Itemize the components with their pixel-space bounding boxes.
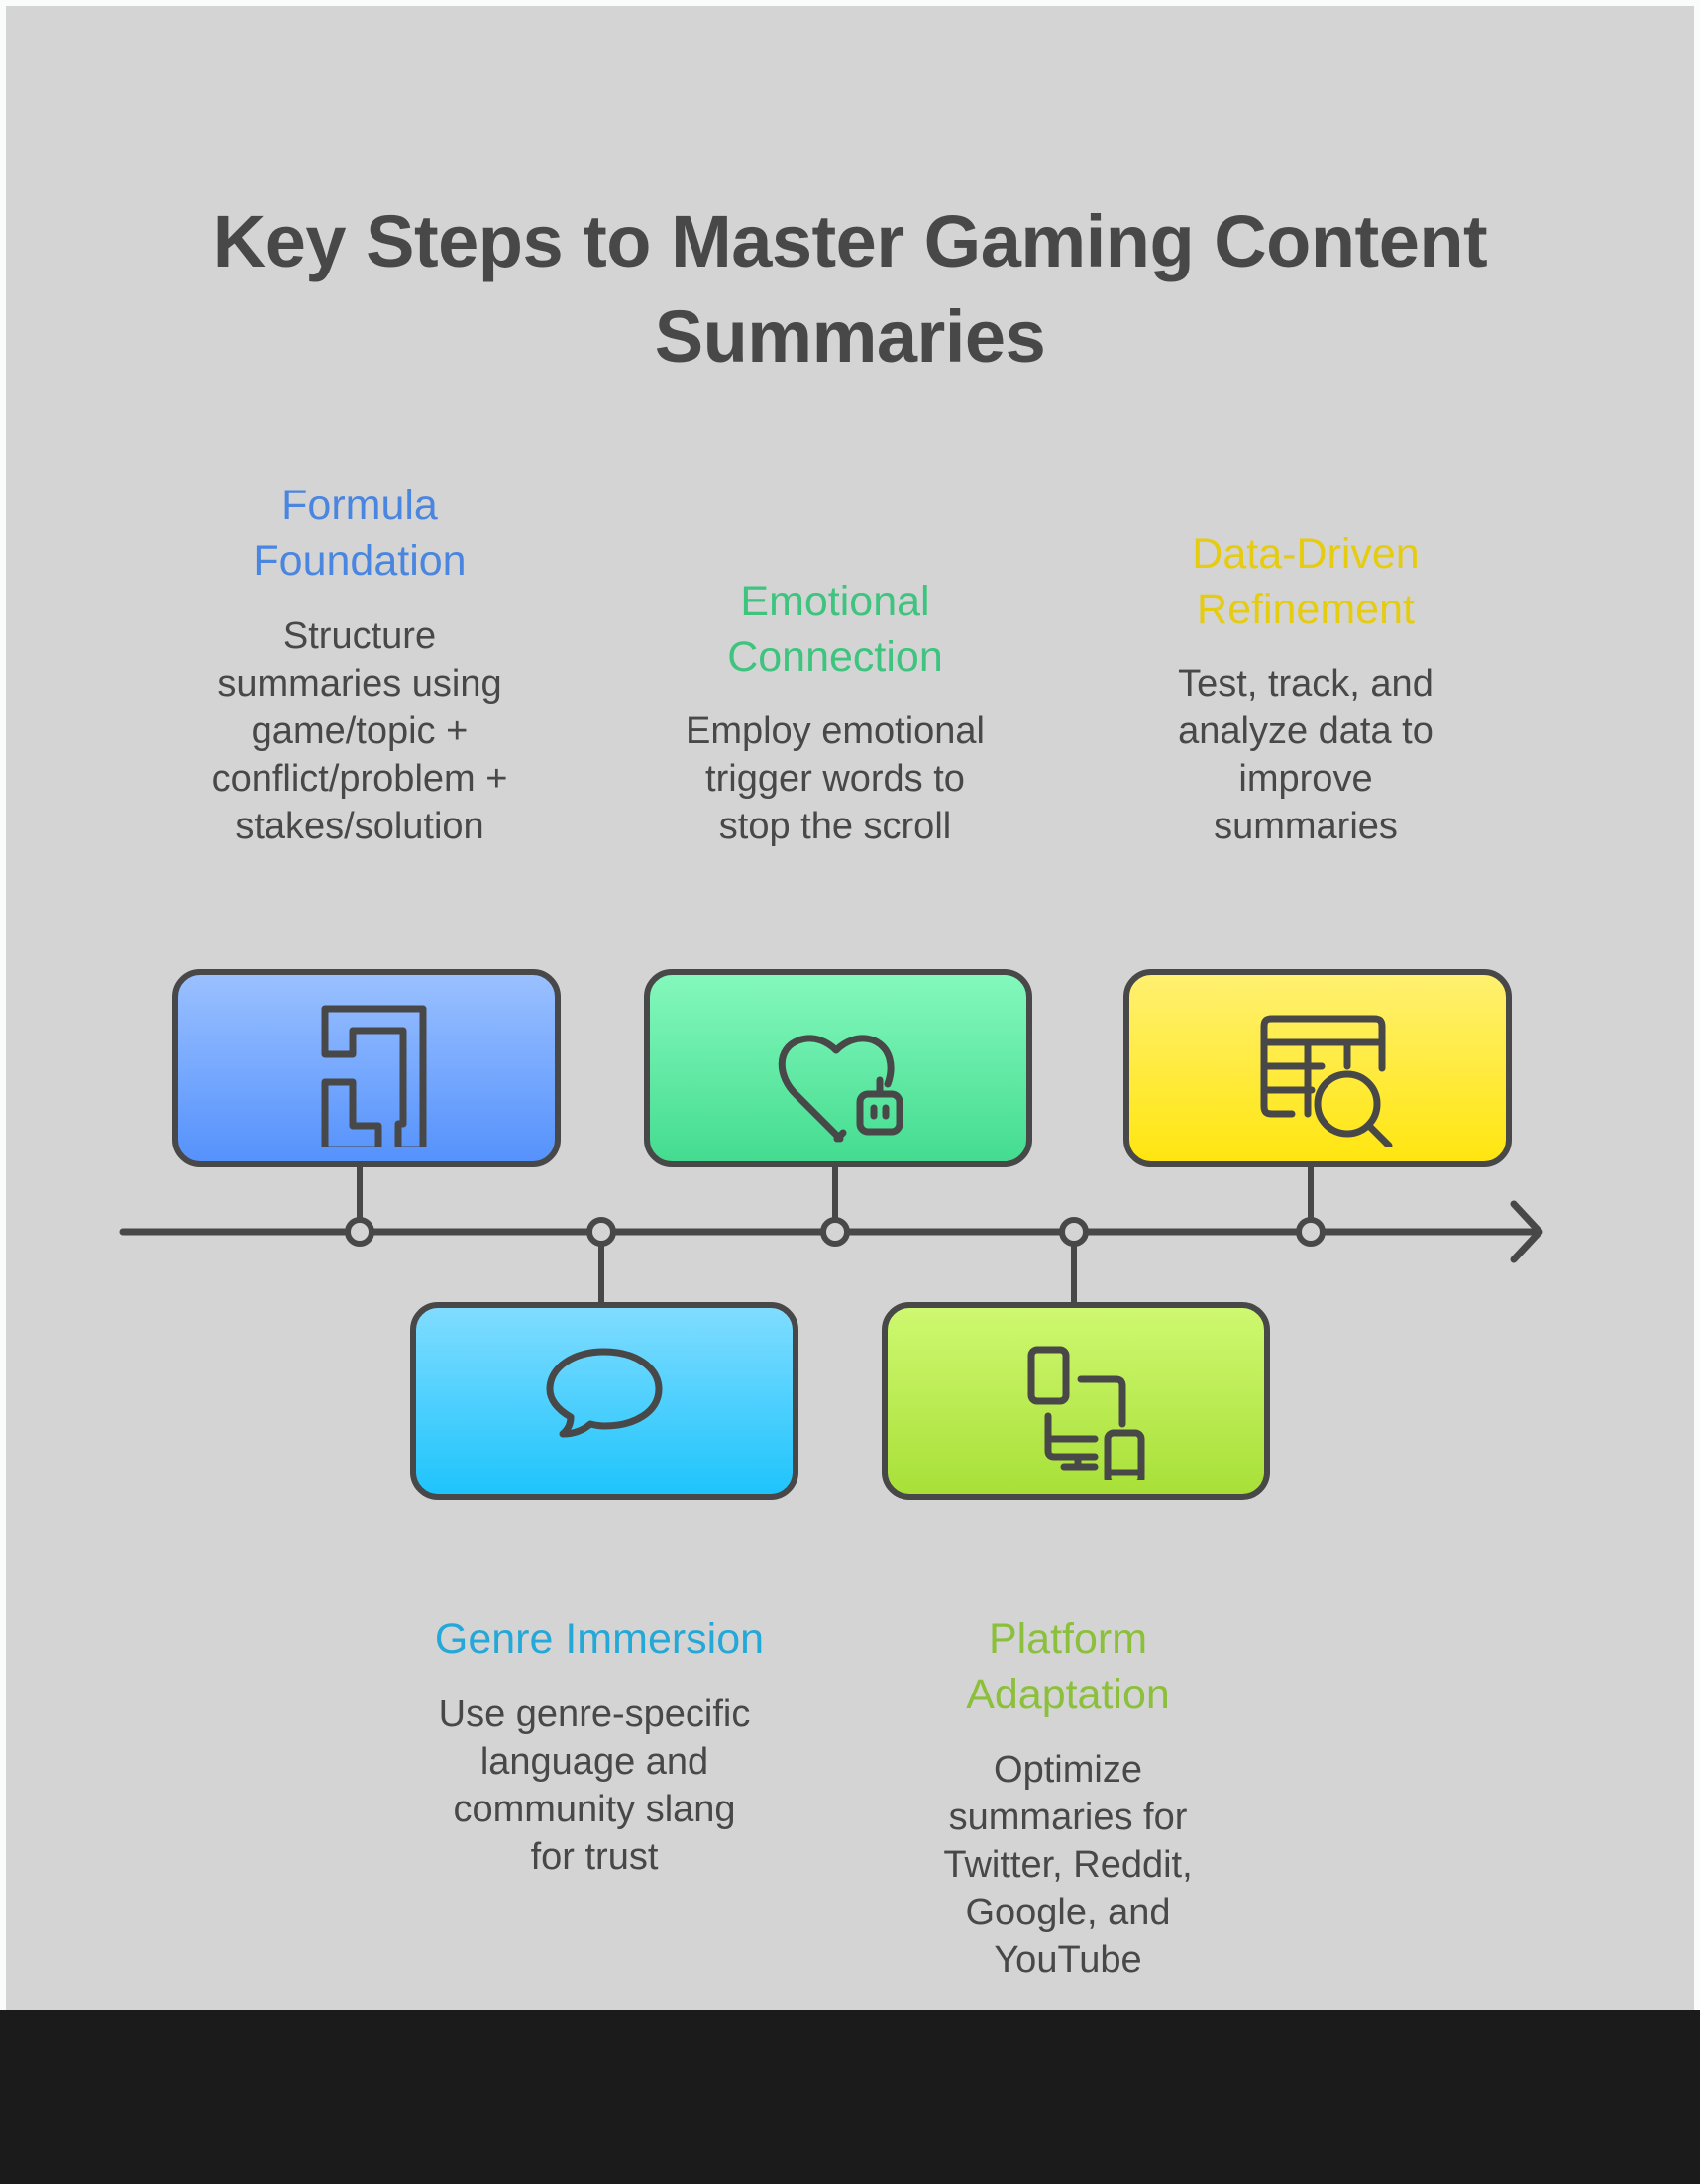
step-description: Use genre-specific language and communit… [396, 1691, 793, 1881]
step-description-line: for trust [530, 1836, 659, 1878]
step-card [644, 969, 1032, 1167]
step-description: Employ emotional trigger words to stop t… [637, 708, 1033, 850]
step-description: Optimize summaries for Twitter, Reddit, … [870, 1746, 1266, 1984]
devices-icon [1027, 1346, 1145, 1480]
step-description-line: Test, track, and [1178, 663, 1434, 705]
heart-robot-icon [778, 1035, 903, 1143]
table-search-icon [1260, 1015, 1393, 1147]
step-card [410, 1302, 798, 1500]
page-title-line-1: Key Steps to Master Gaming Content [212, 200, 1488, 282]
step-card [882, 1302, 1270, 1500]
step-description-line: analyze data to [1178, 710, 1434, 752]
footer-band [0, 2010, 1700, 2184]
step-description: Structure summaries using game/topic + c… [161, 612, 558, 850]
step-description-line: conflict/problem + [211, 758, 508, 800]
step-title-line: Adaptation [966, 1671, 1170, 1718]
step-description-line: Use genre-specific [438, 1693, 751, 1735]
step-description-line: improve [1238, 758, 1373, 800]
step-title: Data-Driven Refinement [1108, 526, 1504, 637]
step-description-line: summaries [1214, 806, 1398, 847]
maze-icon [321, 1005, 427, 1147]
step-description-line: Employ emotional [685, 710, 986, 752]
step-description-line: summaries using [217, 663, 502, 705]
step-description-line: Twitter, Reddit, [943, 1844, 1193, 1886]
step-title: Genre Immersion [396, 1611, 802, 1667]
step-card [172, 969, 561, 1167]
step-title-line: Emotional [740, 578, 930, 625]
step-description-line: language and [479, 1741, 709, 1783]
step-description-line: community slang [453, 1789, 736, 1830]
step-title: Platform Adaptation [870, 1611, 1266, 1722]
step-title-line: Foundation [253, 537, 467, 585]
step-description-line: Optimize [994, 1749, 1142, 1791]
step-description-line: stop the scroll [718, 806, 952, 847]
speech-bubble-icon [546, 1348, 663, 1438]
step-title: Emotional Connection [637, 574, 1033, 685]
step-description-line: summaries for [948, 1797, 1188, 1838]
step-description: Test, track, and analyze data to improve… [1108, 660, 1504, 850]
step-description-line: game/topic + [251, 710, 469, 752]
step-title-line: Connection [727, 633, 943, 681]
step-title-line: Formula [281, 482, 438, 529]
step-description-line: YouTube [994, 1939, 1142, 1981]
page-title-line-2: Summaries [654, 295, 1046, 378]
step-title: Formula Foundation [161, 478, 558, 589]
step-title-line: Platform [988, 1615, 1148, 1663]
step-card [1123, 969, 1512, 1167]
step-description-line: trigger words to [705, 758, 965, 800]
step-description-line: Structure [282, 615, 437, 657]
step-title-line: Genre Immersion [434, 1615, 765, 1663]
step-title-line: Data-Driven [1192, 530, 1420, 578]
step-title-line: Refinement [1197, 586, 1415, 633]
step-description-line: stakes/solution [235, 806, 484, 847]
step-description-line: Google, and [965, 1892, 1171, 1933]
